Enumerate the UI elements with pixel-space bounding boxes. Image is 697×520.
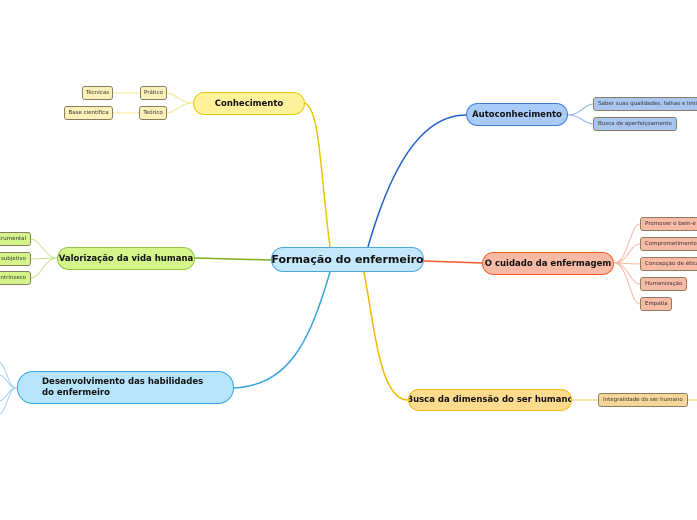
subtopic-etica[interactable]: Concepção de ética <box>640 257 697 271</box>
subtopic-busca-aperfeicoamento[interactable]: Busca de aperfeiçoamento <box>593 117 677 131</box>
topic-valorizacao[interactable]: Valorização da vida humana <box>57 247 195 270</box>
topic-cuidado[interactable]: O cuidado da enfermagem <box>482 252 614 275</box>
central-topic[interactable]: Formação do enfermeiro <box>271 247 424 272</box>
subtopic-tecnicas[interactable]: Técnicas <box>82 86 113 100</box>
subtopic-base-cientifica[interactable]: Base científica <box>64 106 113 120</box>
subtopic-humanizacao[interactable]: Humanização <box>640 277 687 291</box>
subtopic-valorizacao-2[interactable]: subjetivo <box>0 252 31 266</box>
topic-busca-dimensao[interactable]: Busca da dimensão do ser humano <box>408 389 572 411</box>
subtopic-empatia[interactable]: Empatia <box>640 297 672 311</box>
topic-conhecimento[interactable]: Conhecimento <box>193 92 305 115</box>
subtopic-teorico[interactable]: Teórico <box>139 106 167 120</box>
subtopic-promover[interactable]: Promover o bem-e <box>640 217 697 231</box>
subtopic-pratico[interactable]: Prático <box>140 86 167 100</box>
subtopic-integralidade[interactable]: Integralidade do ser humano <box>598 393 688 407</box>
subtopic-comprometimento[interactable]: Comprometimento <box>640 237 697 251</box>
subtopic-valorizacao-3[interactable]: intrínseco <box>0 271 31 285</box>
subtopic-valorizacao-1[interactable]: strumental <box>0 232 31 246</box>
topic-desenvolvimento[interactable]: Desenvolvimento das habilidades do enfer… <box>17 371 234 404</box>
subtopic-saber-qualidades[interactable]: Saber suas qualidades, falhas e limi <box>593 97 697 111</box>
topic-autoconhecimento[interactable]: Autoconhecimento <box>466 103 568 126</box>
